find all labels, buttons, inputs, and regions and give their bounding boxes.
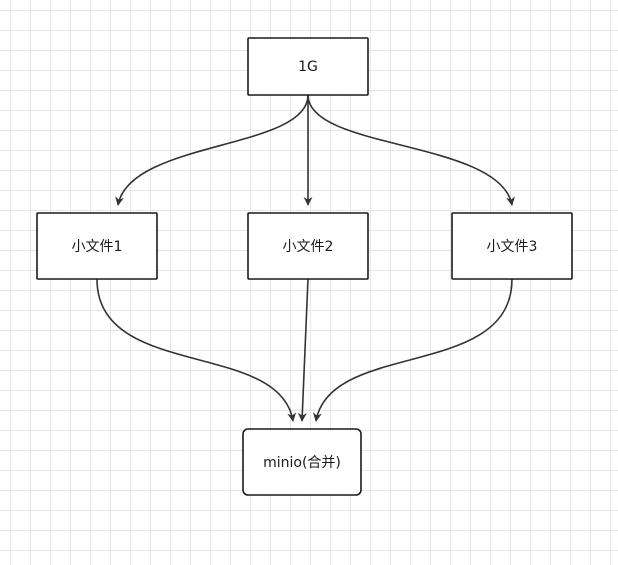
edge-file2-to-merge [297,278,309,422]
node-small-file-2[interactable]: 小文件2 [247,212,369,280]
node-root[interactable]: 1G [247,37,369,96]
edge-file3-to-merge [312,278,513,422]
node-small-file-1-label: 小文件1 [72,239,123,255]
edge-root-to-file1 [115,94,309,206]
node-small-file-1[interactable]: 小文件1 [36,212,158,280]
node-minio-merge[interactable]: minio(合并) [242,428,362,496]
node-small-file-2-label: 小文件2 [283,239,334,255]
node-small-file-3-label: 小文件3 [487,239,538,255]
edge-file1-to-merge [96,278,297,422]
edge-root-to-file3 [307,94,515,206]
node-minio-merge-label: minio(合并) [263,455,341,471]
node-small-file-3[interactable]: 小文件3 [451,212,573,280]
node-root-label: 1G [298,59,318,75]
